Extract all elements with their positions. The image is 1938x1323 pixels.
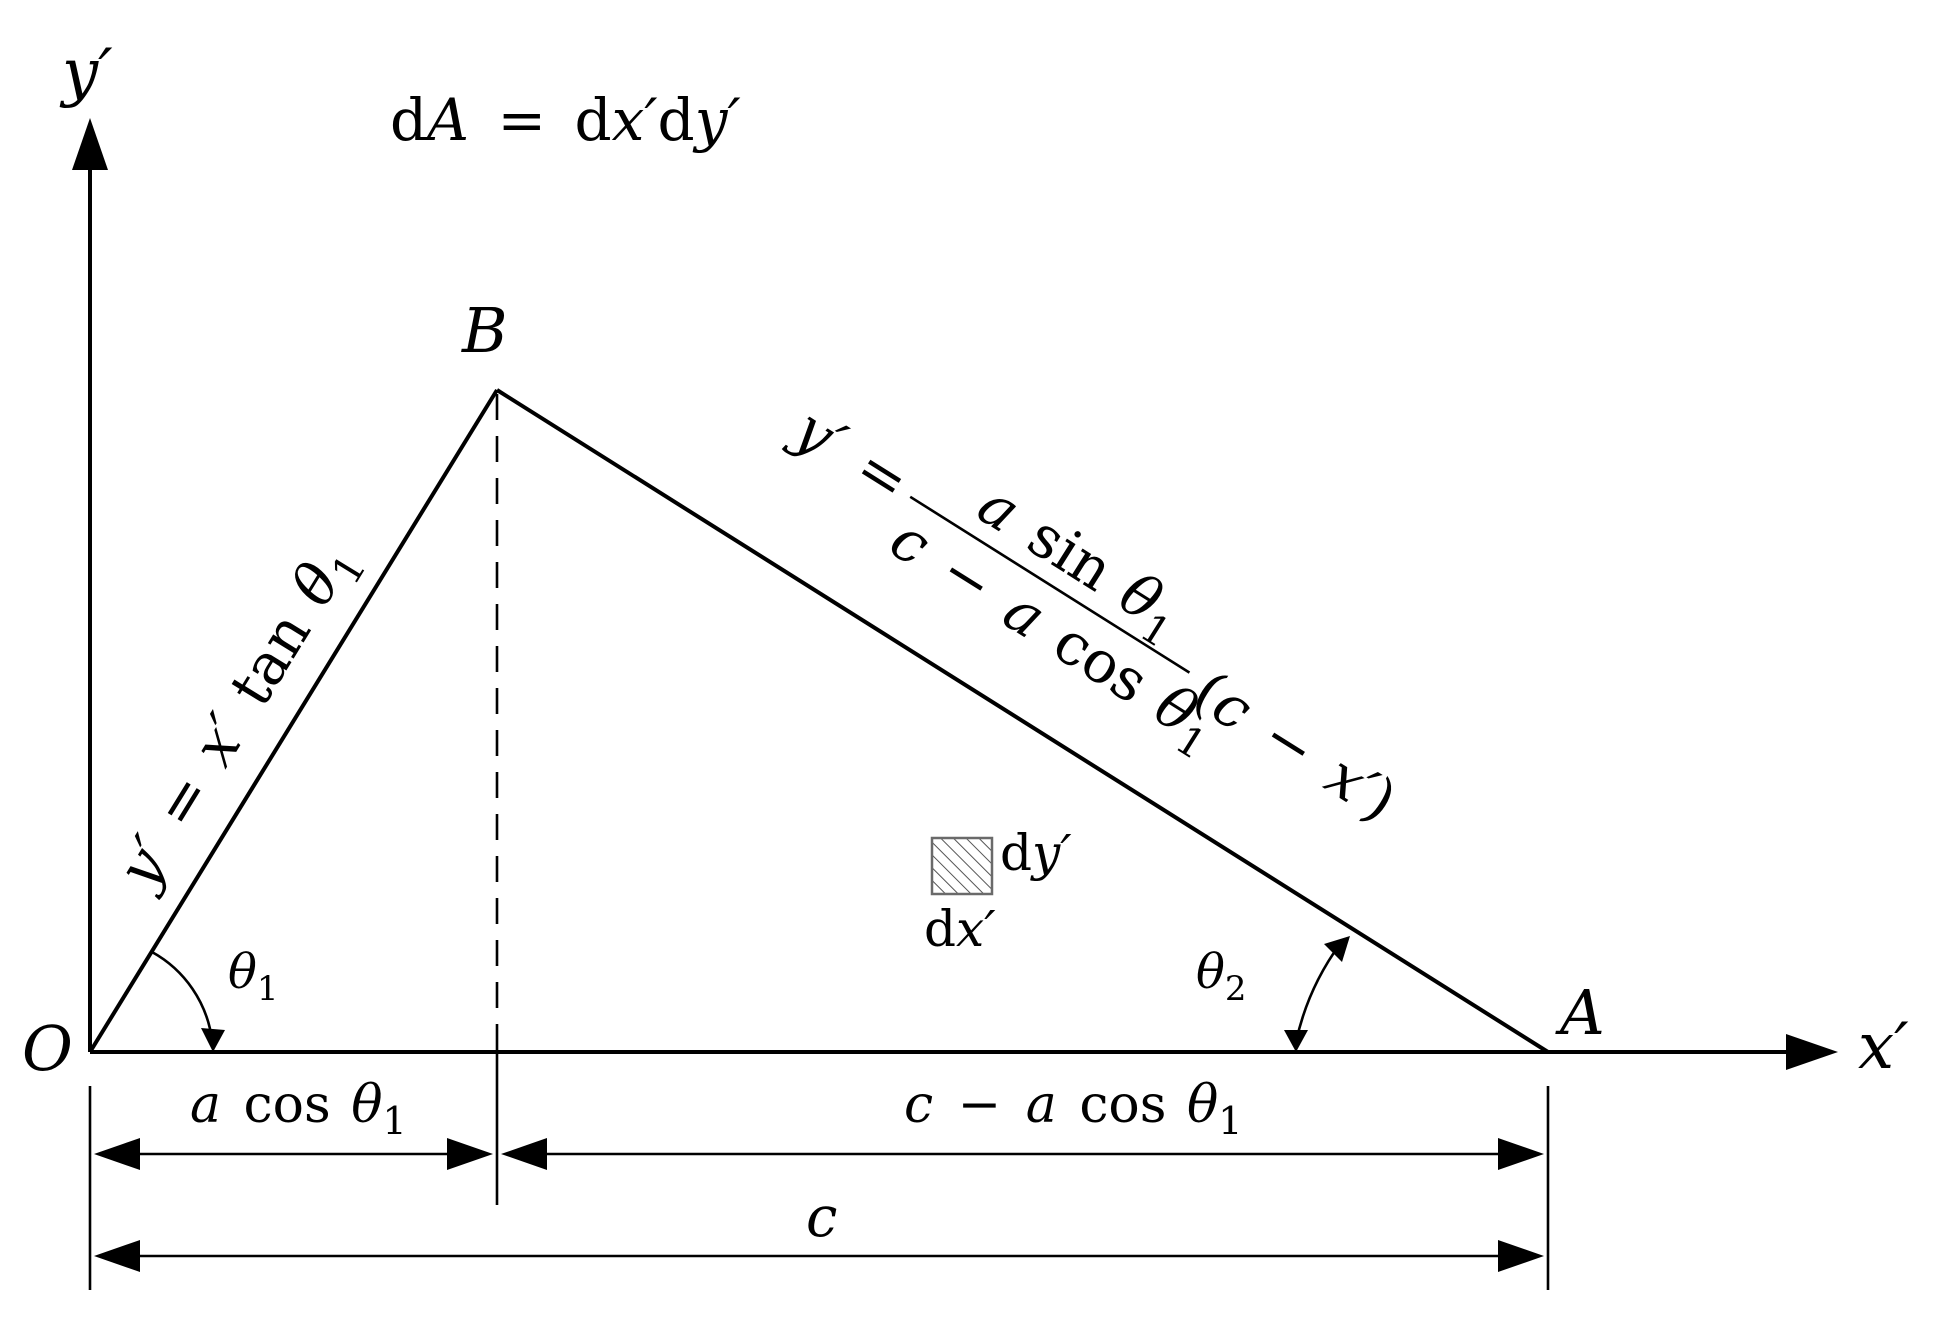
angle-theta2-tail	[1284, 1030, 1308, 1052]
side-ba	[495, 388, 1550, 1054]
point-a-label: A	[1555, 976, 1605, 1049]
dim-arrow-total-start	[94, 1240, 140, 1272]
dim-label-right: c − a cos θ1	[904, 1075, 1242, 1143]
line-ob-equation: y′ = x′ tan θ1	[102, 530, 375, 907]
theta2-label: θ2	[1196, 944, 1247, 1009]
angle-theta1-arrowhead	[201, 1028, 225, 1052]
point-b-label: B	[461, 294, 508, 367]
point-o-label: O	[22, 1012, 73, 1085]
angle-theta1-arc	[151, 950, 214, 1041]
dim-arrow-left-start	[94, 1138, 140, 1170]
svg-text:y′ = x′ tan: y′ = x′ tan θ1	[102, 530, 375, 907]
area-element-equation: dA = dx′dy′	[390, 86, 741, 154]
svg-text:y′ =: y′ =	[780, 393, 921, 517]
y-axis-arrowhead	[72, 118, 108, 170]
x-axis-arrowhead	[1786, 1034, 1838, 1070]
dim-arrow-right-start	[501, 1138, 547, 1170]
x-axis-label: x′	[1858, 1010, 1909, 1084]
element-dy-label: dy′	[1000, 824, 1072, 882]
fraction-bar	[909, 495, 1191, 674]
dim-arrow-right-end	[1498, 1138, 1544, 1170]
dim-label-total: c	[806, 1185, 837, 1250]
y-axis-label: y′	[59, 36, 113, 110]
area-element-square	[930, 836, 994, 896]
dim-arrow-total-end	[1498, 1240, 1544, 1272]
side-ob	[88, 388, 499, 1054]
theta1-label: θ1	[228, 944, 279, 1009]
angle-theta2-arc	[1294, 943, 1342, 1043]
angle-theta2-arrowhead	[1324, 936, 1350, 962]
dim-label-left: a cos θ1	[190, 1075, 407, 1143]
dim-arrow-left-end	[447, 1138, 493, 1170]
factor-c-minus-x: (c − x′)	[1182, 657, 1409, 835]
element-dx-label: dx′	[924, 900, 996, 958]
